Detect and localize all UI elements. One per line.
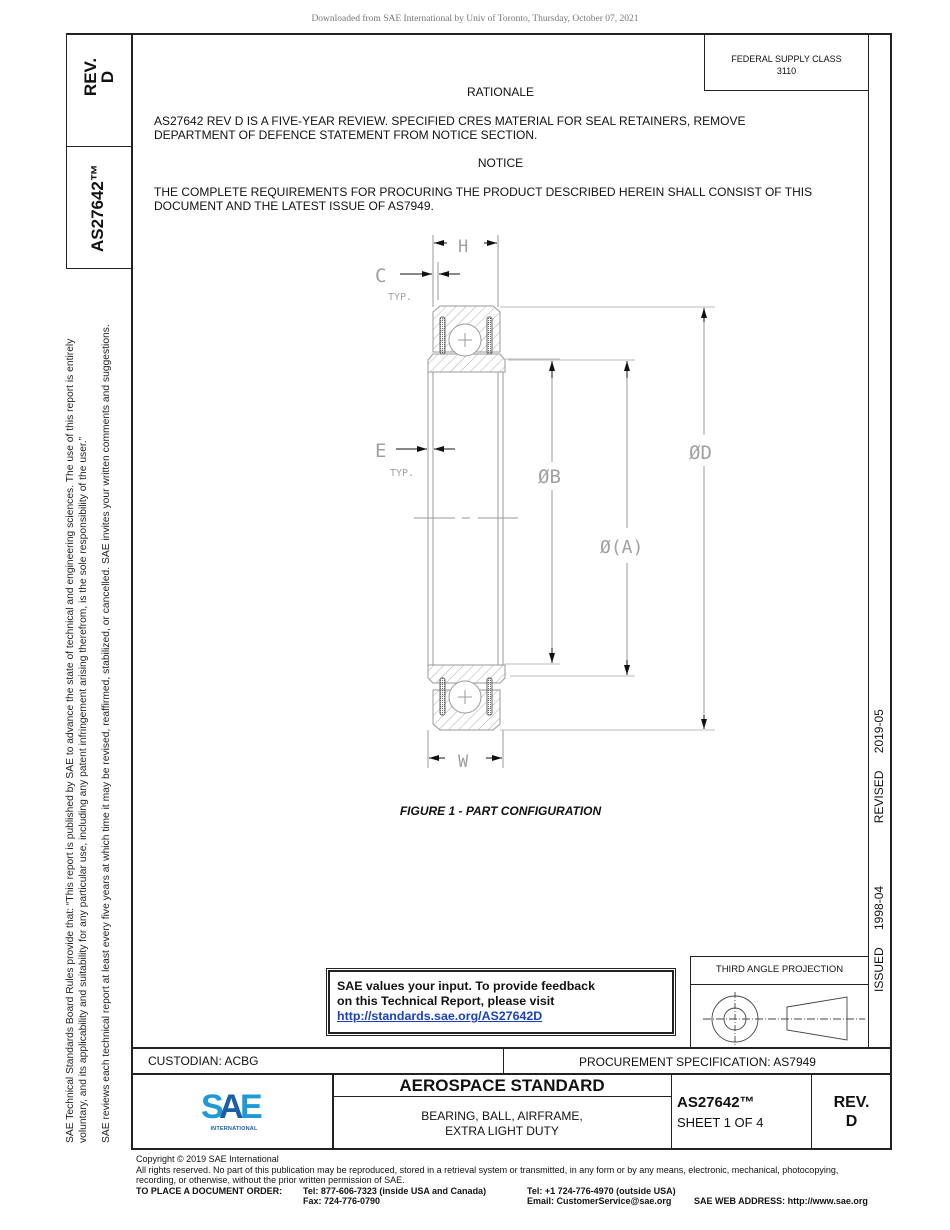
title-block-bottom — [131, 1148, 892, 1150]
logo-divider — [332, 1073, 334, 1149]
email: Email: CustomerService@sae.org — [527, 1196, 672, 1206]
dim-label-c-typ: TYP. — [388, 292, 412, 303]
dim-label-h: H — [458, 237, 468, 257]
rationale-line-1: AS27642 REV D IS A FIVE-YEAR REVIEW. SPE… — [154, 114, 746, 128]
sae-logo-mark-icon: S A E — [201, 1088, 263, 1126]
standard-type: AEROSPACE STANDARD — [399, 1076, 605, 1095]
projection-divider — [690, 984, 869, 986]
dim-label-e-typ: TYP. — [390, 468, 414, 479]
projection-label: THIRD ANGLE PROJECTION — [715, 964, 844, 975]
rev-divider — [811, 1073, 813, 1149]
issue-dates: ISSUED 1998-04 REVISED 2019-05 — [872, 709, 886, 992]
notice-heading: NOTICE — [477, 156, 524, 170]
document-title-line-1: BEARING, BALL, AIRFRAME, — [421, 1109, 583, 1123]
order-label: TO PLACE A DOCUMENT ORDER: — [136, 1185, 283, 1196]
rationale-heading: RATIONALE — [466, 85, 535, 99]
standard-type-underline — [332, 1096, 671, 1097]
rights-line-1: All rights reserved. No part of this pub… — [136, 1164, 839, 1175]
disclaimer-line-3: SAE reviews each technical report at lea… — [101, 324, 112, 1143]
frame-left-border — [131, 33, 133, 1149]
feedback-line-1: SAE values your input. To provide feedba… — [337, 979, 595, 993]
side-doc-number: AS27642™ — [88, 164, 107, 252]
left-column-bottom — [66, 268, 132, 270]
feedback-link[interactable]: http://standards.sae.org/AS27642D — [337, 1009, 543, 1023]
sheet-number: SHEET 1 OF 4 — [677, 1115, 764, 1130]
sae-logo: S A E INTERNATIONAL — [201, 1088, 267, 1132]
disclaimer-line-1: SAE Technical Standards Board Rules prov… — [65, 338, 76, 1143]
custodian-divider — [503, 1047, 505, 1074]
notice-line-2: DOCUMENT AND THE LATEST ISSUE OF AS7949. — [154, 199, 434, 213]
title-rev-value: D — [845, 1113, 858, 1130]
document-title-line-2: EXTRA LIGHT DUTY — [445, 1124, 559, 1138]
custodian: CUSTODIAN: ACBG — [148, 1054, 259, 1068]
fsc-value: 3110 — [776, 66, 797, 76]
issued-date: ISSUED 1998-04 — [872, 885, 886, 992]
projection-box — [690, 956, 869, 1048]
feedback-box: SAE values your input. To provide feedba… — [326, 968, 676, 1036]
custodian-row-bottom — [131, 1073, 892, 1075]
title-rev: REV. D — [812, 1093, 891, 1131]
docnum-divider — [671, 1073, 673, 1149]
figure-caption: FIGURE 1 - PART CONFIGURATION — [399, 804, 602, 818]
download-note: Downloaded from SAE International by Uni… — [311, 14, 639, 24]
dim-label-e: E — [375, 440, 386, 462]
frame-right-inner-border — [868, 33, 870, 1048]
rationale-text: AS27642 REV D IS A FIVE-YEAR REVIEW. SPE… — [154, 114, 854, 142]
dim-label-d: ØD — [689, 442, 712, 464]
title-doc-number: AS27642™ — [677, 1094, 755, 1111]
dim-label-w: W — [458, 752, 469, 772]
copyright-line: Copyright © 2019 SAE International — [136, 1154, 279, 1164]
fsc-label: FEDERAL SUPPLY CLASS — [731, 54, 842, 64]
sae-logo-subtext: INTERNATIONAL — [210, 1126, 258, 1132]
disclaimer-line-2: voluntary, and its applicability and sui… — [78, 436, 89, 1143]
tel-outside: Tel: +1 724-776-4970 (outside USA) — [527, 1185, 676, 1196]
notice-text: THE COMPLETE REQUIREMENTS FOR PROCURING … — [154, 185, 854, 213]
svg-text:E: E — [240, 1090, 263, 1124]
fax: Fax: 724-776-0790 — [303, 1196, 381, 1206]
document-title: BEARING, BALL, AIRFRAME, EXTRA LIGHT DUT… — [333, 1109, 671, 1139]
feedback-line-2: on this Technical Report, please visit — [337, 994, 555, 1008]
order-info: TO PLACE A DOCUMENT ORDER: Tel: 877-606-… — [136, 1186, 896, 1208]
rationale-line-2: DEPARTMENT OF DEFENCE STATEMENT FROM NOT… — [154, 128, 538, 142]
side-rev-label: REV. — [81, 57, 100, 97]
federal-supply-class-box: FEDERAL SUPPLY CLASS 3110 — [704, 34, 868, 91]
dim-label-c: C — [375, 265, 386, 287]
frame-top-border — [66, 33, 892, 35]
side-rev: REV. D — [81, 42, 117, 112]
title-rev-label: REV. — [833, 1094, 870, 1111]
side-rev-value: D — [98, 70, 117, 84]
notice-line-1: THE COMPLETE REQUIREMENTS FOR PROCURING … — [154, 185, 813, 199]
third-angle-projection-icon — [703, 992, 865, 1046]
disclaimer-block: SAE Technical Standards Board Rules prov… — [64, 324, 113, 1143]
copyright-footer: Copyright © 2019 SAE International All r… — [136, 1154, 896, 1208]
procurement-spec: PROCUREMENT SPECIFICATION: AS7949 — [579, 1055, 816, 1069]
dim-label-a: Ø(A) — [600, 537, 643, 558]
web-address: SAE WEB ADDRESS: http://www.sae.org — [694, 1196, 868, 1206]
title-block-top — [131, 1047, 892, 1049]
tel-inside: Tel: 877-606-7323 (inside USA and Canada… — [303, 1185, 487, 1196]
dim-label-b: ØB — [538, 466, 561, 488]
rights-line-2: recording, or otherwise, without the pri… — [136, 1175, 405, 1185]
frame-right-border — [890, 33, 892, 1149]
bearing-drawing: H C TYP. E TYP. ØB Ø(A) ØD W — [375, 235, 715, 772]
frame-left-border-upper — [66, 33, 68, 269]
left-column-divider — [66, 146, 132, 148]
revised-date: REVISED 2019-05 — [872, 709, 886, 824]
